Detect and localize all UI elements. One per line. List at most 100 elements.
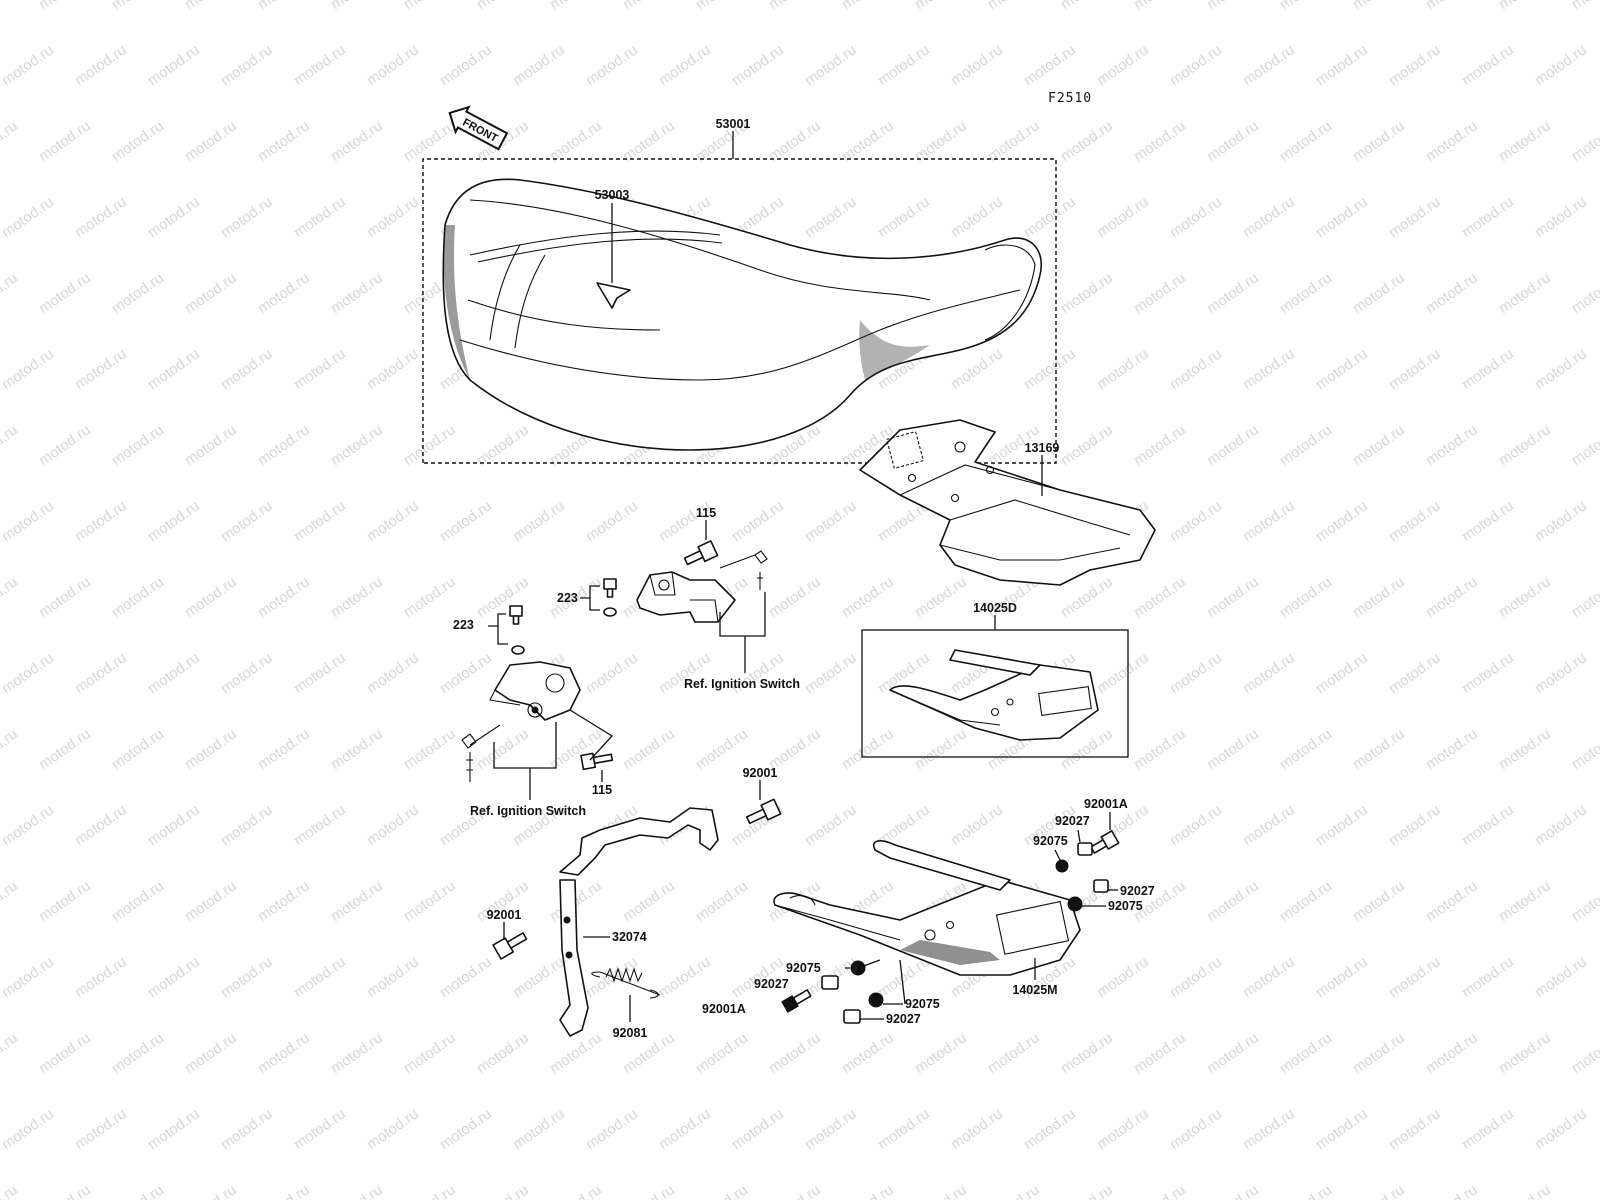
watermark-text: motod.ru [1569, 0, 1600, 13]
watermark-text: motod.ru [218, 1105, 276, 1153]
watermark-text: motod.ru [0, 573, 21, 621]
watermark-text: motod.ru [255, 269, 313, 317]
label-53003: 53003 [595, 188, 630, 202]
watermark-text: motod.ru [1386, 649, 1444, 697]
ref-ignition-switch-2: Ref. Ignition Switch [470, 804, 586, 818]
watermark-text: motod.ru [1277, 877, 1335, 925]
watermark-text: motod.ru [364, 193, 422, 241]
watermark-text: motod.ru [474, 1181, 532, 1200]
watermark-text: motod.ru [912, 1181, 970, 1200]
watermark-text: motod.ru [1167, 41, 1225, 89]
upper-seat-lock: 115 223 Ref. Ignition Switch [557, 506, 800, 691]
watermark-text: motod.ru [182, 877, 240, 925]
watermark-text: motod.ru [1021, 1105, 1079, 1153]
grab-rail-14025D: 14025D [861, 601, 1129, 758]
watermark-text: motod.ru [1459, 345, 1517, 393]
watermark-text: motod.ru [1423, 117, 1481, 165]
watermark-text: motod.ru [72, 193, 130, 241]
watermark-text: motod.ru [145, 41, 203, 89]
watermark-text: motod.ru [839, 725, 897, 773]
watermark-text: motod.ru [1167, 801, 1225, 849]
label-92001-top: 92001 [743, 766, 778, 780]
watermark-text: motod.ru [0, 269, 21, 317]
watermark-text: motod.ru [1313, 801, 1371, 849]
watermark-text: motod.ru [1350, 877, 1408, 925]
watermark-text: motod.ru [693, 877, 751, 925]
watermark-text: motod.ru [1058, 117, 1116, 165]
watermark-text: motod.ru [985, 1181, 1043, 1200]
watermark-text: motod.ru [364, 649, 422, 697]
watermark-text: motod.ru [912, 573, 970, 621]
watermark-text: motod.ru [1204, 117, 1262, 165]
watermark-text: motod.ru [1532, 345, 1590, 393]
watermark-text: motod.ru [401, 1029, 459, 1077]
watermark-text: motod.ru [328, 877, 386, 925]
watermark-text: motod.ru [1459, 497, 1517, 545]
label-115-bottom: 115 [592, 783, 612, 797]
watermark-text: motod.ru [401, 421, 459, 469]
watermark-text: motod.ru [218, 953, 276, 1001]
watermark-text: motod.ru [1350, 269, 1408, 317]
watermark-text: motod.ru [729, 1105, 787, 1153]
watermark-text: motod.ru [1277, 117, 1335, 165]
watermark-text: motod.ru [255, 877, 313, 925]
watermark-text: motod.ru [1532, 497, 1590, 545]
watermark-text: motod.ru [1313, 193, 1371, 241]
watermark-text: motod.ru [36, 573, 94, 621]
watermark-text: motod.ru [328, 421, 386, 469]
front-arrow-icon: FRONT [448, 105, 509, 151]
watermark-text: motod.ru [109, 877, 167, 925]
watermark-text: motod.ru [1167, 649, 1225, 697]
watermark-text: motod.ru [1277, 725, 1335, 773]
watermark-text: motod.ru [583, 41, 641, 89]
watermark-text: motod.ru [875, 1105, 933, 1153]
watermark-text: motod.ru [328, 1181, 386, 1200]
watermark-text: motod.ru [364, 801, 422, 849]
watermark-text: motod.ru [401, 117, 459, 165]
watermark-text: motod.ru [948, 801, 1006, 849]
watermark-text: motod.ru [985, 0, 1043, 13]
watermark-text: motod.ru [291, 649, 349, 697]
watermark-text: motod.ru [0, 41, 57, 89]
watermark-text: motod.ru [401, 573, 459, 621]
watermark-text: motod.ru [328, 1029, 386, 1077]
watermark-text: motod.ru [1532, 41, 1590, 89]
watermark-text: motod.ru [1094, 41, 1152, 89]
watermark-text: motod.ru [437, 497, 495, 545]
watermark-text: motod.ru [0, 497, 57, 545]
watermark-text: motod.ru [729, 497, 787, 545]
watermark-text: motod.ru [36, 877, 94, 925]
watermark-text: motod.ru [1532, 193, 1590, 241]
watermark-text: motod.ru [693, 1181, 751, 1200]
watermark-text: motod.ru [109, 573, 167, 621]
watermark-text: motod.ru [218, 649, 276, 697]
watermark-text: motod.ru [766, 1181, 824, 1200]
grab-rail-14025M: 14025M 92001A 92027 92075 92027 92075 92… [702, 797, 1155, 1026]
watermark-text: motod.ru [1386, 953, 1444, 1001]
watermark-text: motod.ru [1131, 1029, 1189, 1077]
watermark-text: motod.ru [1423, 269, 1481, 317]
watermark-text: motod.ru [1131, 117, 1189, 165]
seat-hook-assembly: 32074 92081 92001 92001 [487, 766, 782, 1040]
watermark-text: motod.ru [328, 117, 386, 165]
watermark-text: motod.ru [72, 345, 130, 393]
watermark-text: motod.ru [1350, 725, 1408, 773]
watermark-text: motod.ru [1569, 877, 1600, 925]
watermark-text: motod.ru [1240, 801, 1298, 849]
watermark-text: motod.ru [1313, 649, 1371, 697]
watermark-text: motod.ru [912, 117, 970, 165]
watermark-text: motod.ru [1459, 953, 1517, 1001]
watermark-text: motod.ru [1240, 193, 1298, 241]
watermark-text: motod.ru [1094, 345, 1152, 393]
watermark-text: motod.ru [328, 0, 386, 13]
watermark-text: motod.ru [802, 497, 860, 545]
watermark-text: motod.ru [145, 1105, 203, 1153]
label-92001A-right: 92001A [1084, 797, 1128, 811]
watermark-text: motod.ru [0, 1181, 21, 1200]
watermark-text: motod.ru [1569, 573, 1600, 621]
label-53001: 53001 [716, 117, 751, 131]
watermark-text: motod.ru [1496, 573, 1554, 621]
watermark-text: motod.ru [364, 953, 422, 1001]
watermark-text: motod.ru [1496, 725, 1554, 773]
